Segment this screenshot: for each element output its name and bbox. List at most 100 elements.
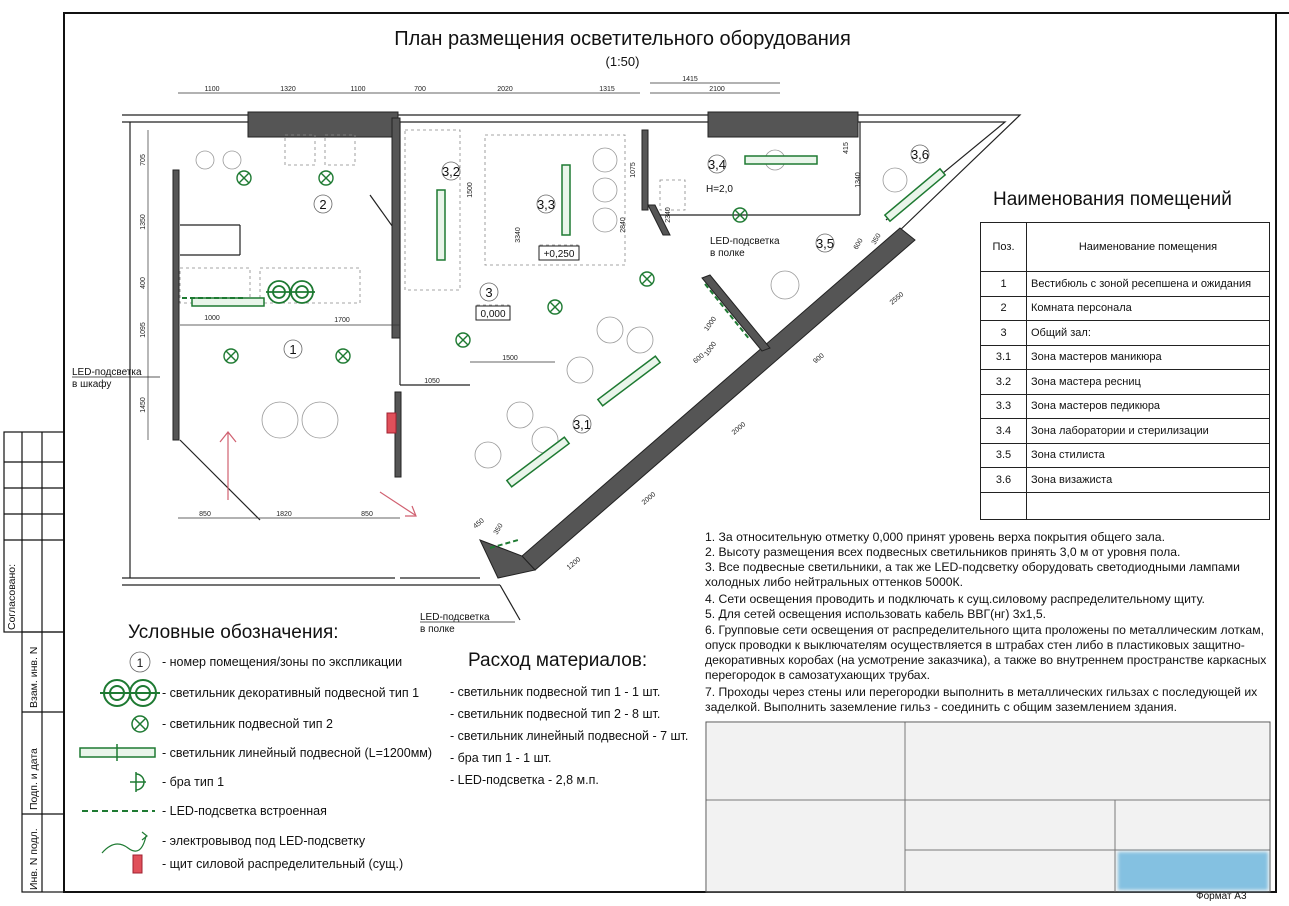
- side-stamp-inv-repl: Взам. инв. N: [28, 646, 40, 708]
- dimension-label: 1000: [703, 316, 718, 333]
- dimension-label: 2020: [497, 86, 513, 93]
- room-num: 3.1: [980, 344, 1027, 370]
- annotation-led-shelf: LED-подсветка: [420, 612, 490, 623]
- room-name: Зона лаборатории и стерилизации: [1026, 418, 1270, 444]
- page-title: План размещения осветительного оборудова…: [394, 28, 851, 50]
- room-label: 3: [485, 285, 492, 300]
- linear-pendant-fixture: [436, 189, 446, 261]
- room-num: 3: [980, 320, 1027, 346]
- plan-furniture: [179, 129, 686, 320]
- level-mark: 0,000: [480, 309, 505, 320]
- pendant-type2-fixture: [236, 170, 252, 186]
- plan-chairs: [195, 147, 908, 469]
- materials-heading: Расход материалов:: [468, 650, 648, 671]
- dimension-label: 2340: [665, 207, 672, 223]
- annotation-led-cabinet: в шкафу: [72, 378, 111, 390]
- room-name: Вестибюль с зоной ресепшена и ожидания: [1026, 271, 1270, 297]
- dimension-label: 900: [812, 352, 826, 365]
- materials-item: - LED-подсветка - 2,8 м.п.: [450, 773, 599, 787]
- materials-item: - светильник линейный подвесной - 7 шт.: [450, 729, 689, 743]
- dimension-label: 850: [361, 511, 373, 518]
- room-num: 1: [980, 271, 1027, 297]
- materials-item: - светильник подвесной тип 1 - 1 шт.: [450, 685, 661, 699]
- legend-item: - LED-подсветка встроенная: [162, 804, 327, 818]
- dimension-label: 400: [140, 277, 147, 289]
- dimension-label: 415: [843, 142, 850, 154]
- room-name: Комната персонала: [1026, 295, 1270, 321]
- room-num-empty: [980, 491, 1027, 520]
- materials-item: - светильник подвесной тип 2 - 8 шт.: [450, 707, 661, 721]
- pendant-type2-fixture: [547, 299, 563, 315]
- dimension-label: 350: [493, 522, 505, 536]
- note: 5. Для сетей освещения использовать кабе…: [705, 607, 1047, 621]
- room-labels: 2 1 3 3,2 3,3 3,1 3,4 3,5 3,6: [283, 144, 930, 434]
- power-panel: [386, 412, 397, 434]
- dimension-label: 2000: [731, 421, 748, 436]
- legend-item: - щит силовой распределительный (сущ.): [162, 857, 404, 871]
- dimension-label: 3340: [515, 227, 522, 243]
- room-number-icon: 1: [129, 651, 151, 673]
- decorative-pendant-type1-fixture: [266, 280, 315, 304]
- plan-solid-walls: [172, 111, 916, 579]
- dimension-label: 600: [853, 237, 865, 251]
- rooms-header-row: Поз. Наименование помещения: [980, 222, 1270, 272]
- note: 7. Проходы через стены или перегородки в…: [705, 685, 1258, 714]
- legend-item: - светильник декоративный подвесной тип …: [162, 686, 420, 700]
- legend-item: - светильник линейный подвесной (L=1200м…: [162, 746, 433, 760]
- rooms-col-num: Поз.: [980, 222, 1027, 272]
- note: 3. Все подвесные светильники, а так же L…: [705, 560, 1240, 589]
- dimension-label: 2000: [641, 491, 658, 506]
- legend-item: - светильник подвесной тип 2: [162, 717, 333, 731]
- room-label: 1: [289, 342, 296, 357]
- linear-pendant-fixture: [561, 164, 571, 236]
- room-label: 2: [319, 197, 326, 212]
- dimension-label: 1415: [682, 76, 698, 83]
- linear-pendant-fixture: [505, 436, 571, 488]
- linear-pendants: [191, 155, 947, 488]
- linear-pendant-fixture: [744, 155, 818, 165]
- dimension-label: 1095: [140, 322, 147, 338]
- linear-pendant-fixture: [883, 167, 947, 223]
- room-label: 3,6: [911, 147, 929, 162]
- room-name: Общий зал:: [1026, 320, 1270, 346]
- dimension-label: 1200: [566, 556, 583, 571]
- table-row: [980, 491, 1270, 520]
- dimension-label: 1075: [630, 162, 637, 178]
- side-stamp-agreed: Согласовано:: [6, 563, 18, 630]
- note: 1. За относительную отметку 0,000 принят…: [705, 530, 1165, 544]
- note: 2. Высоту размещения всех подвесных свет…: [705, 545, 1181, 559]
- dimension-label: 2550: [889, 291, 906, 306]
- pendant-type2-fixture: [335, 348, 351, 364]
- room-label: 3,5: [816, 236, 834, 251]
- room-num: 3.3: [980, 393, 1027, 419]
- legend-heading: Условные обозначения:: [128, 622, 339, 643]
- dimension-label: 1450: [140, 397, 147, 413]
- svg-text:1: 1: [137, 656, 144, 670]
- legend-item: - электровывод под LED-подсветку: [162, 834, 366, 848]
- legend-item: - номер помещения/зоны по экспликации: [162, 655, 403, 669]
- side-stamp-inv-orig: Инв. N подл.: [28, 828, 40, 890]
- room-num: 3.5: [980, 442, 1027, 468]
- side-stamp-sign-date: Подп. и дата: [28, 748, 40, 810]
- legend-symbols: 1: [79, 651, 160, 874]
- annotation-led-cabinet: LED-подсветка: [72, 367, 142, 378]
- note: 6. Групповые сети освещения от распредел…: [705, 623, 1267, 682]
- dimension-label: 450: [472, 517, 486, 530]
- dimension-label: 1000: [703, 341, 718, 358]
- room-num: 3.4: [980, 418, 1027, 444]
- dimension-label: 1500: [467, 182, 474, 198]
- annotation-led-shelf: в полке: [710, 248, 745, 259]
- room-name: Зона мастеров маникюра: [1026, 344, 1270, 370]
- dimension-label: 700: [414, 86, 426, 93]
- room-name: Зона визажиста: [1026, 467, 1270, 493]
- led-strips: [182, 283, 751, 549]
- dimension-label: 2100: [709, 86, 725, 93]
